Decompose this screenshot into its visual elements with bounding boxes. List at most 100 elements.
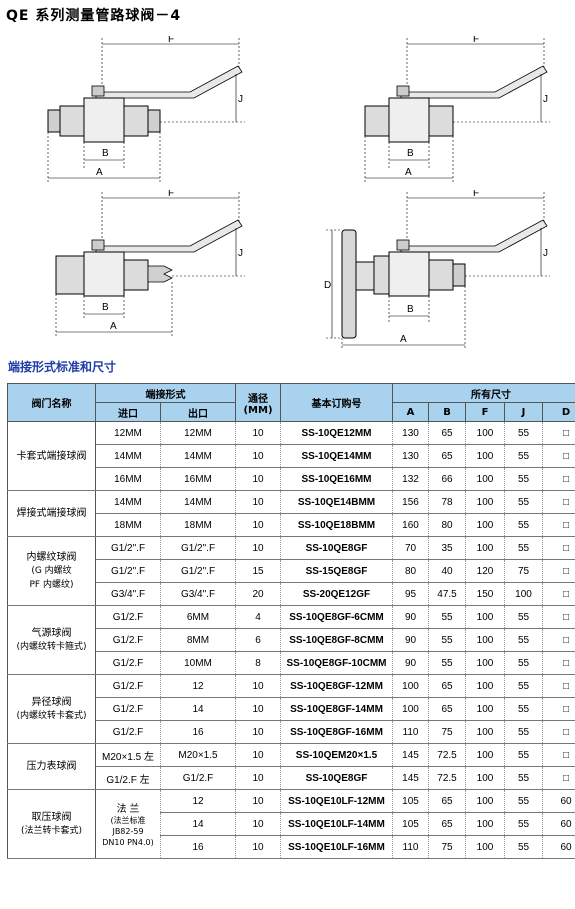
valve-name-line: 气源球阀 (31, 627, 72, 639)
dim-b-cell: 66 (428, 467, 466, 491)
dim-d-cell: □ (541, 651, 575, 675)
dim-label-a-2: A (405, 167, 412, 178)
valve-name-line: 异径球阀 (31, 696, 72, 708)
valve-drawings: F J B A F J (0, 22, 575, 352)
dim-j-cell: 55 (504, 444, 543, 468)
outlet-cell: G1/2.F (160, 766, 236, 790)
dim-a-cell: 90 (392, 651, 429, 675)
dim-label-b-3: B (102, 302, 109, 313)
outlet-cell: 16MM (160, 467, 236, 491)
order-code-cell: SS-10QE14MM (280, 444, 393, 468)
dim-a-cell: 145 (392, 766, 429, 790)
header-outlet: 出口 (160, 402, 236, 422)
outlet-cell: 16 (160, 835, 236, 859)
valve-name-line: 取压球阀 (31, 811, 72, 823)
dim-j-cell: 55 (504, 651, 543, 675)
dim-j-cell: 55 (504, 513, 543, 537)
dim-b-cell: 65 (428, 444, 466, 468)
dim-f-cell: 100 (465, 789, 505, 813)
dim-b-cell: 72.5 (428, 766, 466, 790)
dim-f-cell: 100 (465, 835, 505, 859)
bore-cell: 10 (235, 490, 281, 514)
inlet-cell: G1/2.F (95, 720, 161, 744)
bore-cell: 4 (235, 605, 281, 629)
dim-a-cell: 130 (392, 444, 429, 468)
dim-f-cell: 100 (465, 490, 505, 514)
dim-label-j-4: J (543, 248, 548, 259)
bore-cell: 10 (235, 674, 281, 698)
outlet-cell: 16 (160, 720, 236, 744)
dim-label-b-4: B (407, 304, 414, 315)
dim-b-cell: 55 (428, 651, 466, 675)
dim-j-cell: 55 (504, 720, 543, 744)
bore-cell: 10 (235, 444, 281, 468)
order-code-cell: SS-10QE8GF-6CMM (280, 605, 393, 629)
order-code-cell: SS-10QE8GF-8CMM (280, 628, 393, 652)
dim-j-cell: 55 (504, 605, 543, 629)
dim-f-cell: 100 (465, 720, 505, 744)
dim-b-cell: 75 (428, 720, 466, 744)
inlet-cell: G1/2.F (95, 697, 161, 721)
header-bore-label: 通径 (248, 393, 268, 405)
header-a: A (392, 402, 429, 422)
dim-a-cell: 100 (392, 697, 429, 721)
dim-d-cell: □ (541, 490, 575, 514)
dim-f-cell: 100 (465, 467, 505, 491)
valve-name-line: (G 内螺纹 (31, 565, 72, 576)
valve-name-cell: 取压球阀(法兰转卡套式) (7, 789, 96, 859)
header-d: D (541, 402, 575, 422)
header-inlet: 进口 (95, 402, 161, 422)
dim-j-cell: 55 (504, 766, 543, 790)
dim-j-cell: 55 (504, 421, 543, 445)
dim-d-cell: □ (541, 467, 575, 491)
order-code-cell: SS-10QE8GF-10CMM (280, 651, 393, 675)
dim-label-f-3: F (168, 190, 174, 199)
dim-d-cell: □ (541, 628, 575, 652)
bore-cell: 10 (235, 835, 281, 859)
dim-d-cell: □ (541, 536, 575, 560)
inlet-cell: G1/2.F (95, 605, 161, 629)
dim-a-cell: 110 (392, 720, 429, 744)
dim-d-cell: □ (541, 421, 575, 445)
dim-j-cell: 55 (504, 467, 543, 491)
dim-d-cell: 60 (541, 835, 575, 859)
outlet-cell: M20×1.5 (160, 743, 236, 767)
valve-name-line: (内螺纹转卡套式) (16, 710, 87, 721)
dim-label-b-2: B (407, 148, 414, 159)
dim-label-f-4: F (473, 190, 479, 199)
dim-b-cell: 65 (428, 789, 466, 813)
bore-cell: 10 (235, 536, 281, 560)
outlet-cell: 14 (160, 812, 236, 836)
dim-a-cell: 70 (392, 536, 429, 560)
outlet-cell: 12 (160, 789, 236, 813)
dim-j-cell: 55 (504, 490, 543, 514)
dim-b-cell: 40 (428, 559, 466, 583)
dim-b-cell: 72.5 (428, 743, 466, 767)
dim-b-cell: 75 (428, 835, 466, 859)
dim-a-cell: 90 (392, 605, 429, 629)
outlet-cell: 18MM (160, 513, 236, 537)
valve-name-cell: 异径球阀 (内螺纹转卡套式) (7, 674, 96, 744)
header-j: J (504, 402, 543, 422)
order-code-cell: SS-10QE10LF-16MM (280, 835, 393, 859)
section-title: 端接形式标准和尺寸 (8, 360, 117, 374)
header-f: F (465, 402, 505, 422)
dim-f-cell: 100 (465, 536, 505, 560)
inlet-cell: 16MM (95, 467, 161, 491)
order-code-cell: SS-10QE10LF-12MM (280, 789, 393, 813)
outlet-cell: G3/4".F (160, 582, 236, 606)
inlet-cell: G1/2.F 左 (95, 766, 161, 790)
header-bore: 通径 (MM) (235, 383, 281, 422)
dim-d-cell: □ (541, 582, 575, 606)
dim-f-cell: 100 (465, 766, 505, 790)
dim-f-cell: 150 (465, 582, 505, 606)
dim-b-cell: 55 (428, 605, 466, 629)
order-code-cell: SS-20QE12GF (280, 582, 393, 606)
valve-name-line: 卡套式端接球阀 (16, 450, 87, 462)
